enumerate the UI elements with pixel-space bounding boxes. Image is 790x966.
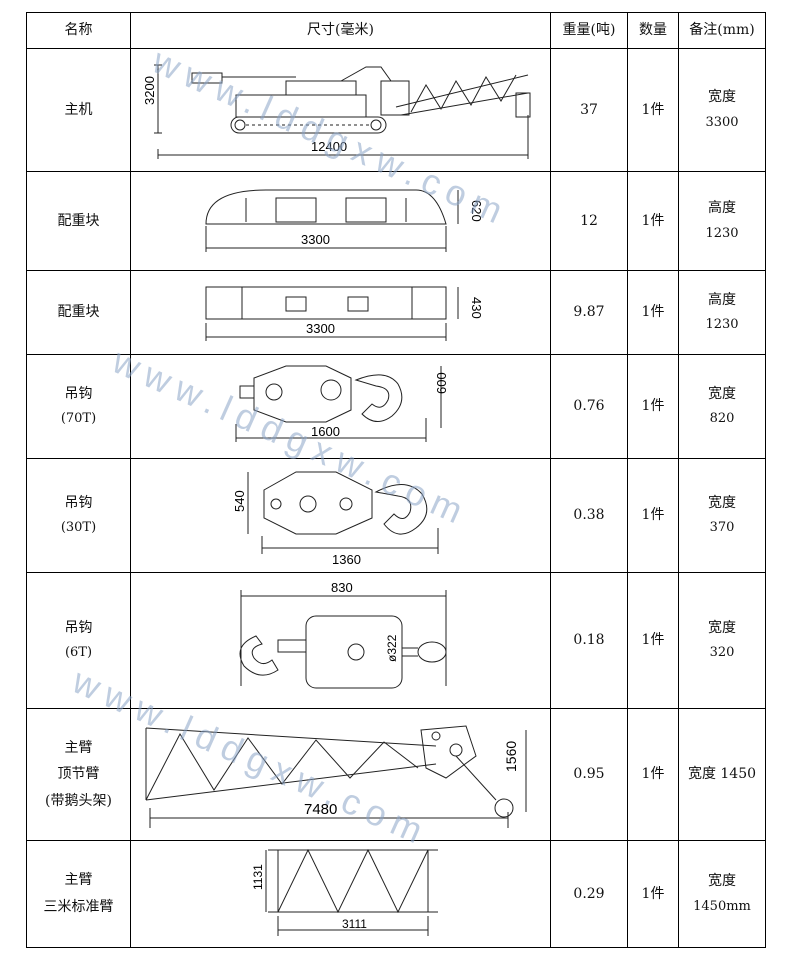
dim-height: 540 [232,490,247,512]
header-row: 名称 尺寸(毫米) 重量(吨) 数量 备注(mm) [26,12,766,49]
item-capacity: (30T) [60,520,97,536]
note-label: 宽度 [708,494,736,511]
item-weight: 9.87 [550,270,628,355]
dim-length: 830 [331,580,353,595]
header-note: 备注(mm) [678,12,766,49]
note-label: 高度 [708,291,736,308]
table-row: 配重块 430 3300 9.87 1件 高度 1230 [26,270,766,355]
item-weight: 0.38 [550,458,628,573]
note-label: 高度 [708,200,736,217]
note-label: 宽度 [708,385,736,402]
dim-length: 7480 [304,801,337,818]
item-name: 主臂 [64,872,93,889]
item-subname: 三米标准臂 [43,899,114,915]
dim-length: 3300 [301,232,330,247]
dim-height: 1131 [251,864,265,890]
note-value: 1450mm [693,898,751,914]
item-capacity: (70T) [60,411,97,427]
item-name: 配重块 [57,212,100,229]
counterweight-drawing: 620 3300 [204,189,484,252]
table-row: 吊钩 (70T) 600 1600 0.76 1件 宽度 820 [26,354,766,459]
note-value: 820 [709,411,735,427]
header-name: 名称 [26,12,131,49]
item-name: 吊钩 [64,494,93,511]
note-value: 1230 [705,317,739,333]
item-qty: 1件 [627,270,679,355]
item-subname: 顶节臂 [57,766,100,783]
item-weight: 37 [550,48,628,172]
dim-length: 12400 [311,139,347,154]
note-label: 宽度 [708,619,736,636]
dim-length: 3111 [342,917,367,931]
table-row: 主臂三米标准臂 1131 3111 0.29 1件 宽度 1450mm [26,840,766,948]
top-boom-drawing: 1560 7480 [145,724,526,828]
header-quantity: 数量 [627,12,679,49]
hook-70t-drawing: 600 1600 [235,365,449,442]
item-weight: 0.76 [550,354,628,459]
dim-height: 430 [469,297,484,319]
dim-length: 3300 [306,321,335,336]
note-label: 宽度 [708,89,736,106]
dim-height: 1560 [503,740,519,771]
hook-30t-drawing: 540 1360 [232,471,438,567]
item-weight: 0.95 [550,708,628,841]
item-qty: 1件 [627,48,679,172]
item-name: 配重块 [57,304,100,321]
item-qty: 1件 [627,840,679,948]
spec-table: 名称 尺寸(毫米) 重量(吨) 数量 备注(mm) 主机 [26,12,766,948]
dim-height: 620 [469,200,484,222]
dim-height: 600 [434,372,449,394]
note-label: 宽度 [708,873,736,890]
header-dimension: 尺寸(毫米) [130,12,551,49]
item-capacity: (6T) [64,645,93,661]
note-value: 370 [709,520,735,536]
table-row: 吊钩 (30T) 540 1360 0.38 1件 宽度 370 [26,458,766,573]
item-name: 吊钩 [64,385,93,402]
item-name: 主臂 [64,739,93,756]
header-weight: 重量(吨) [550,12,628,49]
note-label: 宽度 1450 [687,766,757,783]
note-value: 320 [709,645,735,661]
table-row: 主臂顶节臂 (带鹅头架) 1560 7480 [26,708,766,841]
dim-length: 1600 [311,424,340,439]
item-weight: 12 [550,171,628,271]
item-qty: 1件 [627,354,679,459]
table-row: 主机 [26,48,766,172]
item-name: 主机 [64,101,93,118]
note-value: 3300 [705,114,739,130]
dim-diameter: ø322 [385,634,399,662]
item-qty: 1件 [627,458,679,573]
item-weight: 0.18 [550,572,628,709]
dim-height: 3200 [142,76,157,105]
item-qty: 1件 [627,572,679,709]
item-qty: 1件 [627,171,679,271]
hook-6t-drawing: 830 ø322 [239,580,446,688]
crane-main-drawing: 3200 12400 [142,64,530,159]
note-value: 1230 [705,225,739,241]
item-qty: 1件 [627,708,679,841]
item-weight: 0.29 [550,840,628,948]
item-subname: (带鹅头架) [45,792,112,809]
table-row: 配重块 620 3300 12 1件 高度 1230 [26,171,766,271]
standard-boom-drawing: 1131 3111 [251,848,438,936]
item-name: 吊钩 [64,619,93,636]
table-row: 吊钩 (6T) 830 ø322 0.18 1件 宽度 320 [26,572,766,709]
dim-length: 1360 [332,552,361,567]
counterweight-drawing: 430 3300 [205,286,484,341]
